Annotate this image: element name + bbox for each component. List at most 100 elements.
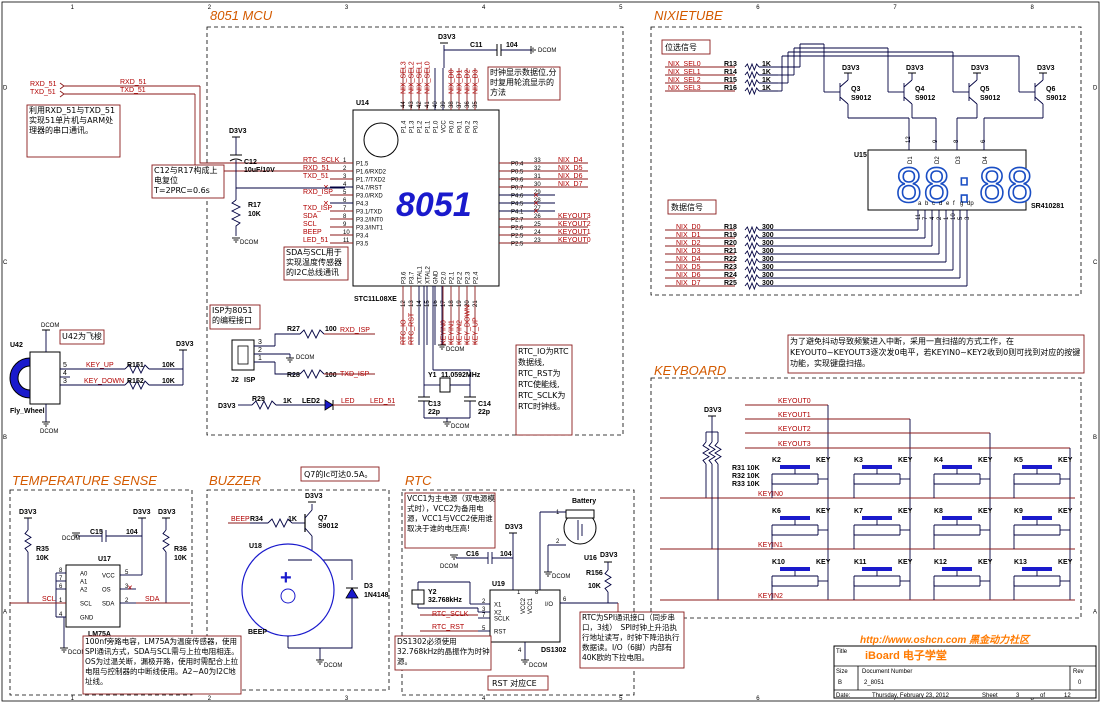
seven-seg-display	[867, 149, 1027, 211]
svg-text:4: 4	[63, 370, 67, 377]
mcu-bottom-net: KEYIN1	[449, 320, 456, 345]
mcu-left-net: SDA	[303, 213, 318, 220]
mcu-right-pin-name: P4.1	[511, 210, 524, 216]
key-switch-icon	[780, 465, 810, 469]
key-label: KEY	[978, 559, 993, 566]
ds1302-pin-name: SCLK	[494, 617, 510, 623]
c16-gnd: DCOM	[440, 564, 458, 570]
y1-ref: Y1	[428, 372, 437, 379]
key-switch-icon	[1022, 465, 1052, 469]
transistor-emitter	[839, 79, 849, 88]
mcu-right-pin-number: 32	[534, 166, 541, 172]
mcu-section-title: 8051 MCU	[210, 8, 273, 23]
key-ref: K3	[854, 457, 863, 464]
r35-ref: R35	[36, 546, 49, 553]
mcu-part: STC11L08XE	[354, 296, 397, 303]
mcu-top-pin-name: P0.2	[466, 120, 472, 133]
c13-ref: C13	[428, 401, 441, 408]
xtal-gnd: DCOM	[451, 424, 469, 430]
size-label: Size	[836, 669, 848, 675]
nixie-sel-resistor-ref: R14	[724, 69, 737, 76]
kb-pullup-resistor	[702, 441, 710, 465]
c14-ref: C14	[478, 401, 491, 408]
mcu-left-pin-name: P3.5	[356, 242, 369, 248]
u42-note: U42为飞梭	[62, 332, 103, 341]
nixie-data-resistor-ref: R20	[724, 240, 737, 247]
mcu-left-pin-number: 8	[343, 214, 347, 220]
mcu-right-pin-name: P2.6	[511, 226, 524, 232]
mcu-right-pin-name: P2.5	[511, 234, 524, 240]
ds1302-circuit: U19DS13022X13X27SCLK5RSTI/O6RTC_IOVCC2VC…	[411, 498, 626, 669]
mcu-left-net: SCL	[303, 221, 317, 228]
mcu-bottom-pin-name: XTAL1	[418, 265, 424, 284]
mcu-top-net: NIX_D2	[465, 69, 472, 94]
uart-rx-port: RXD_51	[30, 81, 57, 88]
nixie-data-resistor	[744, 233, 760, 243]
kb-pullup-label: R32 10K	[732, 473, 760, 480]
key-label: KEY	[1058, 508, 1073, 515]
key-ref: K9	[1014, 508, 1023, 515]
kb-in-label: KEYIN2	[758, 593, 783, 600]
r151-value: 10K	[162, 362, 175, 369]
svg-text:1: 1	[258, 355, 262, 362]
mcu-bottom-pin-name: P2.1	[450, 271, 456, 284]
lm75-left-pin-name: GND	[80, 616, 94, 622]
lm75-left-pin-name: A1	[80, 580, 88, 586]
ds1302-vcc1: VCC1	[528, 597, 534, 614]
buzzer-gnd: DCOM	[324, 663, 342, 669]
mcu-top-pin-name: VCC	[442, 120, 448, 133]
key-label: KEY	[978, 508, 993, 515]
j2-connector	[231, 339, 255, 371]
nixie-sel-resistor	[744, 70, 760, 80]
nixie-data-resistor	[744, 249, 760, 259]
kb-in-label: KEYIN0	[758, 491, 783, 498]
nixie-data-resistor-value: 300	[762, 280, 774, 287]
c11-vcc: D3V3	[438, 34, 456, 41]
mcu-bottom-pin-number: 19	[457, 300, 463, 307]
mcu-top-pin-number: 38	[449, 101, 455, 108]
lm75-left-pin-name: A2	[80, 588, 88, 594]
border-col-top: 7	[893, 5, 897, 11]
kb-out-label: KEYOUT0	[778, 398, 811, 405]
buzzer-section-frame	[206, 489, 390, 691]
q-ref: Q5	[980, 86, 989, 93]
mcu-top-net: NIX_D0	[449, 69, 456, 94]
transistor-collector	[839, 96, 849, 105]
mcu-bottom-pin-name: P2.3	[466, 271, 472, 284]
mcu-bottom-pin-number: 17	[441, 300, 447, 307]
mcu-gnd: DCOM	[446, 347, 464, 353]
sheet-label: Sheet	[982, 693, 998, 699]
nixie-sel-net: NIX_SEL0	[668, 61, 701, 68]
nixie-section-title: NIXIETUBE	[654, 8, 723, 23]
ds1302-pin-number: 7	[482, 613, 486, 619]
mcu-top-pin-name: P0.1	[458, 120, 464, 133]
temp-section-title: TEMPERATURE SENSE	[12, 473, 157, 488]
mcu-left-pin-number: 9	[343, 222, 347, 228]
mcu-bottom-pin-name: P3.6	[402, 271, 408, 284]
reset-note: C12与R17构成上电复位 T=2PRC=0.6s	[154, 166, 218, 195]
date-value: Thursday, February 23, 2012	[872, 693, 950, 699]
mcu-right-pin-number: 28	[534, 198, 541, 204]
ds1302-pin-name: X1	[494, 603, 502, 609]
nixie-sel-net: NIX_SEL2	[668, 77, 701, 84]
lm75-left-pin-number: 1	[59, 598, 63, 604]
key-switch-icon	[862, 567, 892, 571]
key-ref: K12	[934, 559, 947, 566]
scan-note: 为了避免抖动导致频繁进入中断，采用一直扫描的方式工作，在KEYOUT0~KEYO…	[790, 337, 1081, 368]
q-part: S9012	[851, 95, 871, 102]
key-label: KEY	[1058, 457, 1073, 464]
mcu-right-pin-number: 26	[534, 214, 541, 220]
mcu-top-pin-name: P1.1	[426, 120, 432, 133]
nixie-sel-resistor	[744, 86, 760, 96]
mcu-block: RXD_51 TXD_51 RXD_51 TXD_51 8051 U14 STC…	[9, 34, 591, 435]
mcu-right-pin-name: P2.7	[511, 218, 524, 224]
mcu-left-pin-name: P1.6/RXD2	[356, 170, 387, 176]
mcu-left-net: TXD_ISP	[303, 205, 333, 212]
border-row-left: D	[3, 85, 8, 91]
mcu-bottom-net: RTC_RST	[409, 312, 416, 345]
battery-gnd: DCOM	[552, 574, 570, 580]
nixie-sel-resistor-ref: R15	[724, 77, 737, 84]
mcu-top-pin-number: 44	[401, 101, 407, 108]
buzzer-block: Q7的Ic可达0.5A。 BEEP R34 1K D3V3 Q7 S9012 U…	[228, 466, 389, 669]
